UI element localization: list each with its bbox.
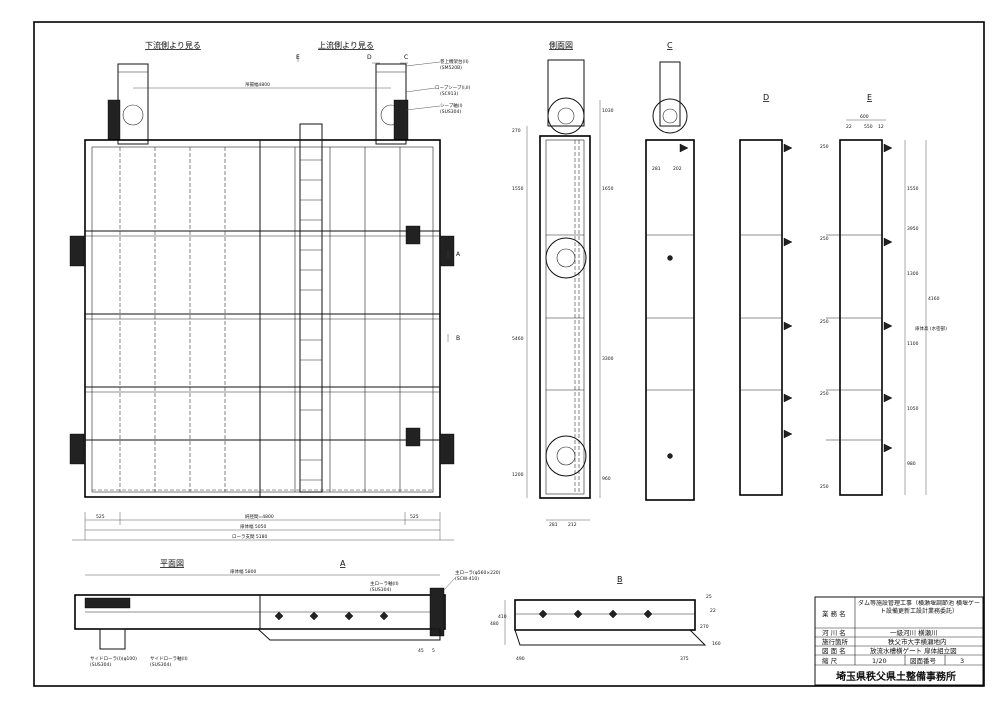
callout-main-roller: 主ローラ(φ560×220) — [455, 569, 501, 576]
callout-hoist-beam-code: (SM520B) — [440, 65, 462, 71]
side-dim-212: 212 — [568, 522, 577, 528]
dim-body-width: 扉体幅 5050 — [240, 523, 267, 530]
e-dim-550: 550 — [864, 124, 873, 130]
view-label-section-a: A — [340, 559, 346, 568]
callout-sheave-shaft: シーブ軸(I) — [440, 102, 463, 109]
side-dim-1030: 1030 — [602, 108, 614, 114]
section-marker-e: E — [296, 54, 300, 61]
view-label-e: E — [867, 93, 872, 102]
dim-edge-left: 525 — [96, 514, 105, 520]
view-label-side: 側面図 — [549, 40, 573, 50]
callout-roller-shaft-code: (SUS304) — [370, 587, 391, 593]
side-dim-1550a: 1550 — [512, 186, 524, 192]
view-label-c: C — [667, 41, 673, 50]
side-dim-960: 960 — [602, 476, 611, 482]
callout-hoist-beam: 巻上機架台(II) — [440, 58, 469, 65]
tb-location: 秩父市大字横瀬地内 — [888, 637, 947, 646]
tb-river: 一級河川 横瀬川 — [890, 628, 938, 637]
callout-main-roller-code: (SCW-410) — [455, 576, 479, 582]
plan-view: 平面図 A 扉体幅 5800 主ローラ軸(II) (SUS304) 主ローラ(φ… — [74, 559, 501, 668]
e-dim-total-label: 扉体高 (水密部) — [915, 325, 947, 332]
e-dim-12: 12 — [878, 124, 884, 130]
plan-dim-45: 45 — [418, 648, 424, 654]
dim-lift-span: 吊揚幅4800 — [245, 81, 270, 88]
section-marker-b: B — [456, 335, 460, 342]
view-c: C 281 202 — [645, 41, 695, 501]
plan-dim-5: 5 — [432, 648, 435, 654]
view-e: E 600 22 550 12 1550 3950 1300 1100 1050… — [820, 93, 947, 496]
side-dim-3300: 3300 — [602, 356, 614, 362]
e-dim-4160: 4160 — [928, 296, 940, 302]
tb-work-name: ダム等施設管理工事（横瀬堰調節池 横堰ゲート設備更新工設計業務委託） — [858, 600, 980, 615]
tb-river-label: 河 川 名 — [822, 628, 846, 637]
side-view: 側面図 270 1550 5460 1200 1030 1650 3300 96… — [512, 40, 614, 528]
c-dim-202: 202 — [673, 166, 682, 172]
view-label-upstream: 上流側より見る — [318, 40, 374, 50]
dim-clear-span: 純径間=4800 — [245, 513, 274, 520]
side-dim-281: 281 — [549, 522, 558, 528]
tb-drawing-label: 図 面 名 — [822, 646, 846, 655]
side-dim-5460: 5460 — [512, 336, 524, 342]
b-dim-270: 270 — [700, 624, 709, 630]
e-dim-1550: 1550 — [907, 186, 919, 192]
e-dim-22a: 22 — [846, 124, 852, 130]
tb-location-label: 施行箇所 — [822, 637, 849, 646]
dim-edge-right: 525 — [410, 514, 419, 520]
b-dim-410: 410 — [498, 614, 507, 620]
tb-scale-label: 縮 尺 — [822, 656, 838, 665]
e-dim-250b: 250 — [820, 236, 829, 242]
e-dim-250a: 250 — [820, 144, 829, 150]
sheet-border — [33, 21, 985, 687]
front-elevation: 下流側より見る 上流側より見る E D C 吊揚幅4800 巻上機架台(II) … — [69, 40, 471, 541]
side-dim-1200: 1200 — [512, 472, 524, 478]
plan-dim-body-width: 扉体幅 5800 — [230, 568, 257, 575]
section-b-view: B 480 410 490 25 375 270 22 160 — [490, 575, 721, 662]
view-label-downstream: 下流側より見る — [145, 40, 201, 50]
section-marker-a: A — [456, 251, 461, 258]
e-dim-980: 980 — [907, 461, 916, 467]
view-label-plan: 平面図 — [160, 559, 184, 568]
b-dim-375: 375 — [680, 656, 689, 662]
c-dim-281: 281 — [652, 166, 661, 172]
e-dim-3950: 3950 — [907, 226, 919, 232]
callout-side-roller-1: サイドローラ(I)(φ100) — [90, 656, 137, 662]
b-dim-25: 25 — [706, 594, 712, 600]
side-dim-270: 270 — [512, 128, 521, 134]
b-dim-160: 160 — [712, 641, 721, 647]
tb-drawing: 放流水槽横ゲート 扉体組立図 — [870, 646, 957, 655]
e-dim-1100: 1100 — [907, 341, 919, 347]
view-d: D — [739, 93, 793, 496]
e-dim-1050: 1050 — [907, 406, 919, 412]
view-label-section-b: B — [617, 575, 623, 584]
callout-roller-shaft: 主ローラ軸(II) — [370, 580, 399, 587]
title-block: 業 務 名 ダム等施設管理工事（横瀬堰調節池 横堰ゲート設備更新工設計業務委託）… — [814, 596, 984, 686]
callout-rope-sheave-code: (SC913) — [440, 91, 458, 97]
e-dim-250d: 250 — [820, 391, 829, 397]
callout-rope-sheave: ロープシーブ(I,II) — [435, 84, 471, 91]
view-label-d: D — [763, 93, 769, 102]
side-dim-1650: 1650 — [602, 186, 614, 192]
b-dim-490: 490 — [516, 656, 525, 662]
tb-office: 埼玉県秩父県土整備事務所 — [836, 670, 956, 683]
callout-side-roller-1-code: (SUS304) — [90, 662, 111, 668]
b-dim-480: 480 — [490, 621, 499, 627]
dim-roller-span: ローラ支間 5180 — [232, 533, 268, 540]
tb-scale: 1/20 — [872, 657, 887, 665]
e-dim-600: 600 — [860, 114, 869, 120]
tb-number: 3 — [960, 657, 964, 665]
callout-side-roller-2: サイドローラ軸(II) — [150, 655, 188, 662]
tb-work-name-label: 業 務 名 — [822, 609, 846, 618]
section-marker-d: D — [367, 54, 372, 61]
e-dim-1300: 1300 — [907, 271, 919, 277]
e-dim-250e: 250 — [820, 484, 829, 490]
callout-sheave-shaft-code: (SUS304) — [440, 109, 461, 115]
callout-side-roller-2-code: (SUS304) — [150, 662, 171, 668]
tb-number-label: 図面番号 — [910, 657, 937, 665]
e-dim-250c: 250 — [820, 319, 829, 325]
b-dim-22: 22 — [710, 608, 716, 614]
section-marker-c: C — [404, 54, 408, 61]
